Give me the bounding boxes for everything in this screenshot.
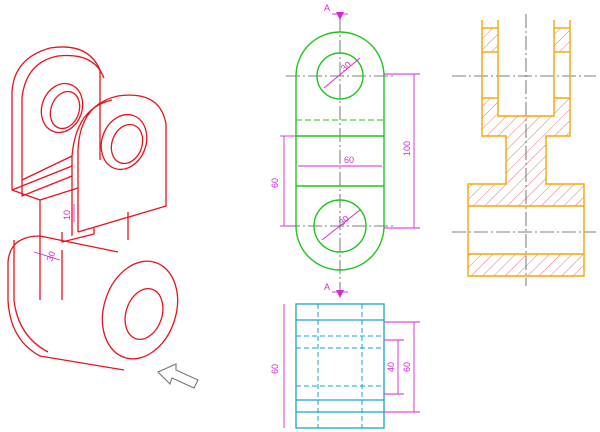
- bottom-dim-60-right: 60: [402, 362, 412, 372]
- section-view: [452, 14, 596, 286]
- section-label-top: A: [324, 3, 330, 13]
- front-dim-30-top: 30: [339, 59, 353, 73]
- bottom-dim-40: 40: [386, 362, 396, 372]
- bottom-dim-60-left: 60: [270, 364, 280, 374]
- front-dim-60-width: 60: [344, 155, 354, 165]
- front-dim-100: 100: [402, 141, 412, 156]
- bottom-view: 60 40 60: [270, 303, 420, 429]
- front-view: A 30 30 60 60 100 A: [270, 3, 420, 298]
- arrow-icon: [157, 363, 199, 389]
- iso-dim-30: 30: [44, 250, 57, 263]
- iso-dim-10: 10: [62, 210, 72, 220]
- front-dim-60-height: 60: [270, 178, 280, 188]
- isometric-view: 10 30: [7, 46, 199, 389]
- section-label-bottom: A: [324, 282, 330, 292]
- front-dim-30-bottom: 30: [337, 213, 351, 227]
